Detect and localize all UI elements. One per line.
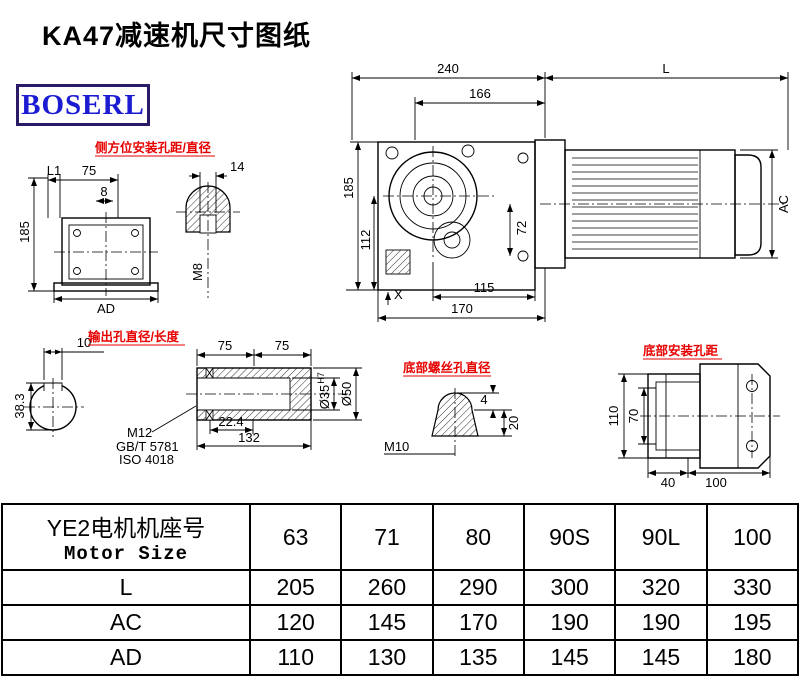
brand-logo: BOSERL — [16, 84, 150, 126]
annotation-bottom-mount: 底部安装孔距 — [643, 343, 719, 358]
dim-label-10: 10 — [77, 335, 91, 350]
brand-logo-text: BOSERL — [21, 88, 145, 121]
table-cell: 110 — [248, 639, 343, 676]
table-cell: 145 — [522, 639, 617, 676]
table-header-motor-size: YE2电机机座号 Motor Size — [1, 503, 251, 571]
dim-label-75b: 75 — [275, 338, 289, 353]
dim-label-8: 8 — [100, 184, 107, 199]
plug-detail-drawing: 14 M8 — [176, 159, 244, 298]
dim-label-d35: Ø35 — [317, 385, 332, 410]
table-cell: 190 — [614, 604, 708, 641]
dim-label-L1: L1 — [47, 163, 61, 178]
dim-label-M10: M10 — [384, 439, 409, 454]
dim-label-70: 70 — [626, 409, 641, 423]
table-cell: 195 — [705, 604, 800, 641]
output-detail-drawing: 输出孔直径/长度 75 75 22. — [88, 329, 362, 467]
annotation-side-mount: 侧方位安装孔距/直径 — [95, 140, 211, 155]
dim-label-75-side: 75 — [82, 163, 96, 178]
table-row: AC 120 145 170 190 190 195 — [1, 604, 800, 641]
page-title: KA47减速机尺寸图纸 — [42, 21, 312, 51]
dim-label-AC: AC — [776, 195, 791, 213]
table-header-zh: YE2电机机座号 — [46, 515, 206, 541]
label-ISO4018: ISO 4018 — [119, 452, 174, 467]
table-cell: 170 — [431, 604, 525, 641]
motor-size-100: 100 — [705, 503, 800, 571]
table-cell: 130 — [340, 639, 434, 676]
shaft-section-drawing: 10 38.3 — [12, 335, 104, 437]
dim-label-38-3: 38.3 — [12, 393, 27, 418]
annotation-bottom-screw: 底部螺丝孔直径 — [403, 360, 491, 375]
dim-label-40: 40 — [661, 475, 675, 490]
motor-size-table: YE2电机机座号 Motor Size 63 71 80 90S 90L 100… — [1, 503, 800, 676]
dim-label-75a: 75 — [218, 338, 232, 353]
annotation-output-hole: 输出孔直径/长度 — [88, 329, 179, 344]
dim-label-115: 115 — [474, 280, 495, 295]
table-cell: 145 — [614, 639, 708, 676]
table-row: L 205 260 290 300 320 330 — [1, 569, 800, 606]
label-GBT5781: GB/T 5781 — [116, 439, 179, 454]
dim-label-20: 20 — [506, 416, 521, 430]
dim-label-22-4: 22.4 — [218, 414, 243, 429]
table-cell: 330 — [705, 569, 800, 606]
dim-label-185-main: 185 — [341, 177, 356, 199]
dim-label-166: 166 — [469, 86, 491, 101]
table-row: AD 110 130 135 145 145 180 — [1, 639, 800, 676]
dim-label-185-side: 185 — [17, 221, 32, 243]
table-cell: 190 — [522, 604, 617, 641]
table-cell: 320 — [614, 569, 708, 606]
bottom-view-drawing: 底部安装孔距 110 70 40 100 — [606, 343, 780, 490]
table-cell: 120 — [248, 604, 343, 641]
main-view-drawing: 240 L 166 — [341, 61, 791, 322]
dim-label-100: 100 — [705, 475, 727, 490]
table-cell: 135 — [431, 639, 525, 676]
table-cell: 300 — [522, 569, 617, 606]
motor-size-90S: 90S — [522, 503, 617, 571]
dim-label-d50: Ø50 — [339, 382, 354, 407]
dim-label-72: 72 — [514, 221, 529, 235]
dim-label-132: 132 — [238, 430, 260, 445]
label-M12: M12 — [127, 425, 152, 440]
dim-label-AD: AD — [97, 301, 115, 316]
table-row: YE2电机机座号 Motor Size 63 71 80 90S 90L 100 — [1, 503, 800, 571]
row-label-AD: AD — [1, 639, 251, 676]
dim-label-112: 112 — [358, 230, 373, 251]
table-cell: 260 — [340, 569, 434, 606]
screw-detail-drawing: 底部螺丝孔直径 M10 4 20 — [384, 360, 521, 456]
table-cell: 290 — [431, 569, 525, 606]
dim-label-110: 110 — [606, 406, 621, 427]
motor-size-80: 80 — [431, 503, 525, 571]
table-cell: 180 — [705, 639, 800, 676]
technical-drawing: 240 L 166 — [12, 61, 791, 490]
dim-label-240: 240 — [437, 61, 459, 76]
dim-label-L: L — [662, 61, 669, 76]
dim-label-4: 4 — [480, 392, 487, 407]
dim-label-X: X — [394, 287, 403, 302]
side-view-drawing: 侧方位安装孔距/直径 L1 75 8 185 — [17, 140, 215, 316]
dim-label-d35-tolerance: H7 — [316, 372, 326, 384]
motor-size-71: 71 — [340, 503, 434, 571]
table-cell: 145 — [340, 604, 434, 641]
table-cell: 205 — [248, 569, 343, 606]
table-header-en: Motor Size — [63, 543, 189, 565]
dim-label-M8: M8 — [190, 263, 205, 281]
row-label-L: L — [1, 569, 251, 606]
motor-size-63: 63 — [248, 503, 343, 571]
motor-size-90L: 90L — [614, 503, 708, 571]
dim-label-170: 170 — [451, 301, 473, 316]
dim-label-14: 14 — [230, 159, 244, 174]
row-label-AC: AC — [1, 604, 251, 641]
